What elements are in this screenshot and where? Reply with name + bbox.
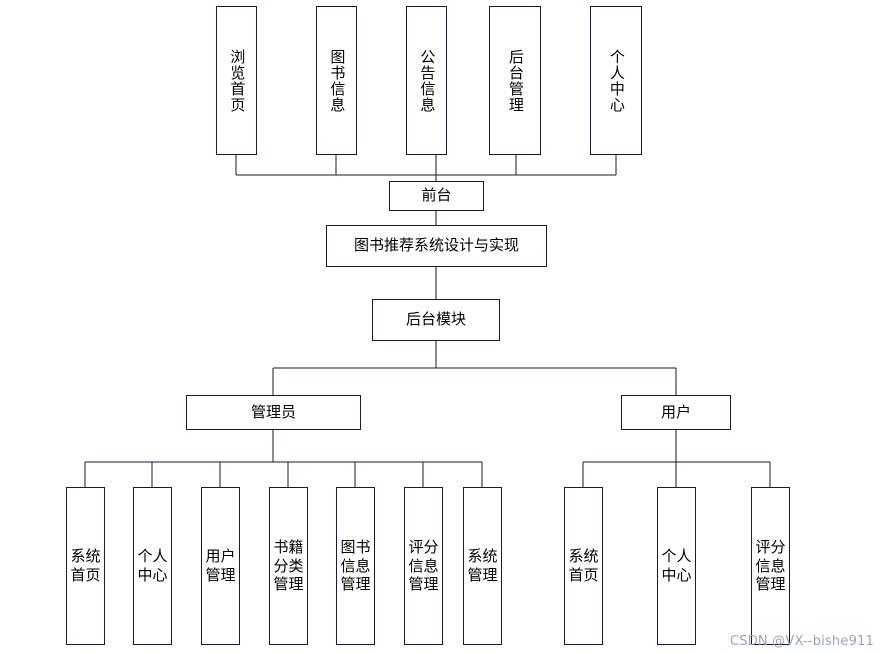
user-module-0-label: 系统首页 bbox=[568, 547, 599, 584]
admin-module-1[interactable]: 个人中心 bbox=[133, 487, 172, 645]
front-module-1-label: 图书信息 bbox=[328, 48, 347, 113]
front-module-3[interactable]: 后台管理 bbox=[489, 6, 541, 155]
front-module-4-label: 个人中心 bbox=[607, 48, 626, 113]
front-module-0-label: 浏览首页 bbox=[228, 48, 247, 113]
front-module-2-label: 公告信息 bbox=[418, 48, 437, 113]
system-title-label: 图书推荐系统设计与实现 bbox=[353, 236, 519, 255]
admin-module-4[interactable]: 图书信息管理 bbox=[336, 487, 375, 645]
admin-module-5-label: 评分信息管理 bbox=[408, 537, 439, 594]
user-module-2[interactable]: 评分信息管理 bbox=[751, 487, 790, 645]
backend-module-label: 后台模块 bbox=[405, 310, 466, 329]
admin-role-node[interactable]: 管理员 bbox=[186, 395, 361, 430]
admin-module-3[interactable]: 书籍分类管理 bbox=[269, 487, 308, 645]
admin-module-6[interactable]: 系统管理 bbox=[463, 487, 502, 645]
front-module-2[interactable]: 公告信息 bbox=[406, 6, 447, 155]
front-module-0[interactable]: 浏览首页 bbox=[216, 6, 257, 155]
admin-module-2[interactable]: 用户管理 bbox=[201, 487, 240, 645]
front-stage-node[interactable]: 前台 bbox=[389, 181, 484, 211]
admin-module-2-label: 用户管理 bbox=[205, 547, 236, 584]
front-stage-label: 前台 bbox=[421, 186, 452, 205]
system-title-node[interactable]: 图书推荐系统设计与实现 bbox=[326, 225, 547, 267]
watermark-text: CSDN @VX--bishe911 bbox=[729, 634, 874, 649]
user-module-1-label: 个人中心 bbox=[661, 547, 692, 584]
admin-role-label: 管理员 bbox=[250, 402, 296, 421]
user-role-label: 用户 bbox=[660, 402, 691, 421]
admin-module-6-label: 系统管理 bbox=[467, 547, 498, 584]
front-module-1[interactable]: 图书信息 bbox=[316, 6, 357, 155]
admin-module-4-label: 图书信息管理 bbox=[340, 537, 371, 594]
backend-module-node[interactable]: 后台模块 bbox=[372, 299, 500, 341]
user-module-0[interactable]: 系统首页 bbox=[564, 487, 603, 645]
user-module-2-label: 评分信息管理 bbox=[755, 537, 786, 594]
user-module-1[interactable]: 个人中心 bbox=[657, 487, 696, 645]
admin-module-5[interactable]: 评分信息管理 bbox=[404, 487, 443, 645]
user-role-node[interactable]: 用户 bbox=[621, 395, 731, 430]
front-module-3-label: 后台管理 bbox=[506, 48, 525, 113]
admin-module-1-label: 个人中心 bbox=[137, 547, 168, 584]
admin-module-3-label: 书籍分类管理 bbox=[273, 537, 304, 594]
admin-module-0-label: 系统首页 bbox=[70, 547, 101, 584]
admin-module-0[interactable]: 系统首页 bbox=[66, 487, 105, 645]
front-module-4[interactable]: 个人中心 bbox=[590, 6, 642, 155]
